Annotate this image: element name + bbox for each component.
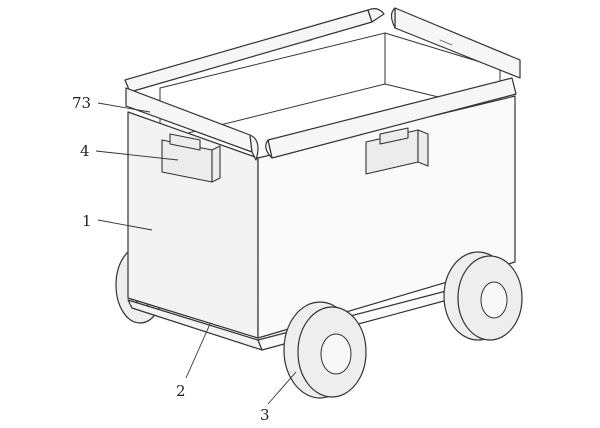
- leader-3: [267, 371, 297, 405]
- label-lid-rim: 73: [72, 94, 91, 112]
- clamp-block-right: [365, 127, 429, 175]
- label-wheel: 3: [260, 406, 270, 424]
- rear-right-wheel: [443, 251, 523, 341]
- front-wheel: [283, 301, 367, 399]
- clamp-block-left: [161, 133, 221, 183]
- leader-2: [185, 323, 211, 379]
- leader-73: [97, 102, 151, 113]
- leader-4: [95, 150, 179, 161]
- leader-1: [97, 219, 153, 231]
- label-base: 2: [176, 382, 186, 400]
- label-clamp-block: 4: [80, 142, 90, 160]
- lid-rim: [124, 7, 521, 161]
- label-box-body: 1: [82, 212, 92, 230]
